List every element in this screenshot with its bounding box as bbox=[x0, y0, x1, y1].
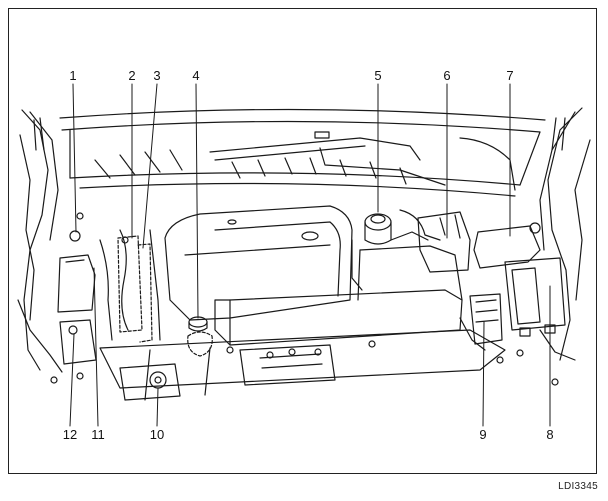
callout-7: 7 bbox=[506, 68, 514, 83]
callout-10: 10 bbox=[149, 427, 165, 442]
callout-8: 8 bbox=[546, 427, 554, 442]
callout-12: 12 bbox=[62, 427, 78, 442]
radiator-support bbox=[99, 329, 506, 401]
callout-3: 3 bbox=[153, 68, 161, 83]
callout-1: 1 bbox=[69, 68, 77, 83]
diagram-frame bbox=[8, 8, 597, 474]
mounting-bolts bbox=[50, 340, 559, 386]
fuse-box bbox=[473, 222, 541, 269]
leader-lines bbox=[69, 83, 551, 427]
fluid-reservoir-left bbox=[59, 319, 97, 365]
left-fender-area bbox=[17, 109, 63, 373]
battery bbox=[504, 257, 566, 337]
figure-id: LDI3345 bbox=[558, 481, 598, 492]
left-hose-routing bbox=[99, 229, 161, 341]
air-cleaner-area bbox=[57, 212, 96, 313]
cowl-panel bbox=[59, 108, 546, 197]
dashed-highlight-regions bbox=[117, 235, 213, 357]
horn-bracket bbox=[119, 363, 181, 401]
brake-fluid-reservoir-area bbox=[417, 211, 471, 273]
right-fender-area bbox=[539, 107, 591, 361]
callout-11: 11 bbox=[91, 427, 105, 442]
engine-cover bbox=[164, 205, 463, 346]
callout-4: 4 bbox=[192, 68, 200, 83]
callout-9: 9 bbox=[479, 427, 487, 442]
callout-5: 5 bbox=[374, 68, 382, 83]
callout-6: 6 bbox=[443, 68, 451, 83]
relay-block bbox=[459, 293, 503, 351]
callout-2: 2 bbox=[128, 68, 136, 83]
